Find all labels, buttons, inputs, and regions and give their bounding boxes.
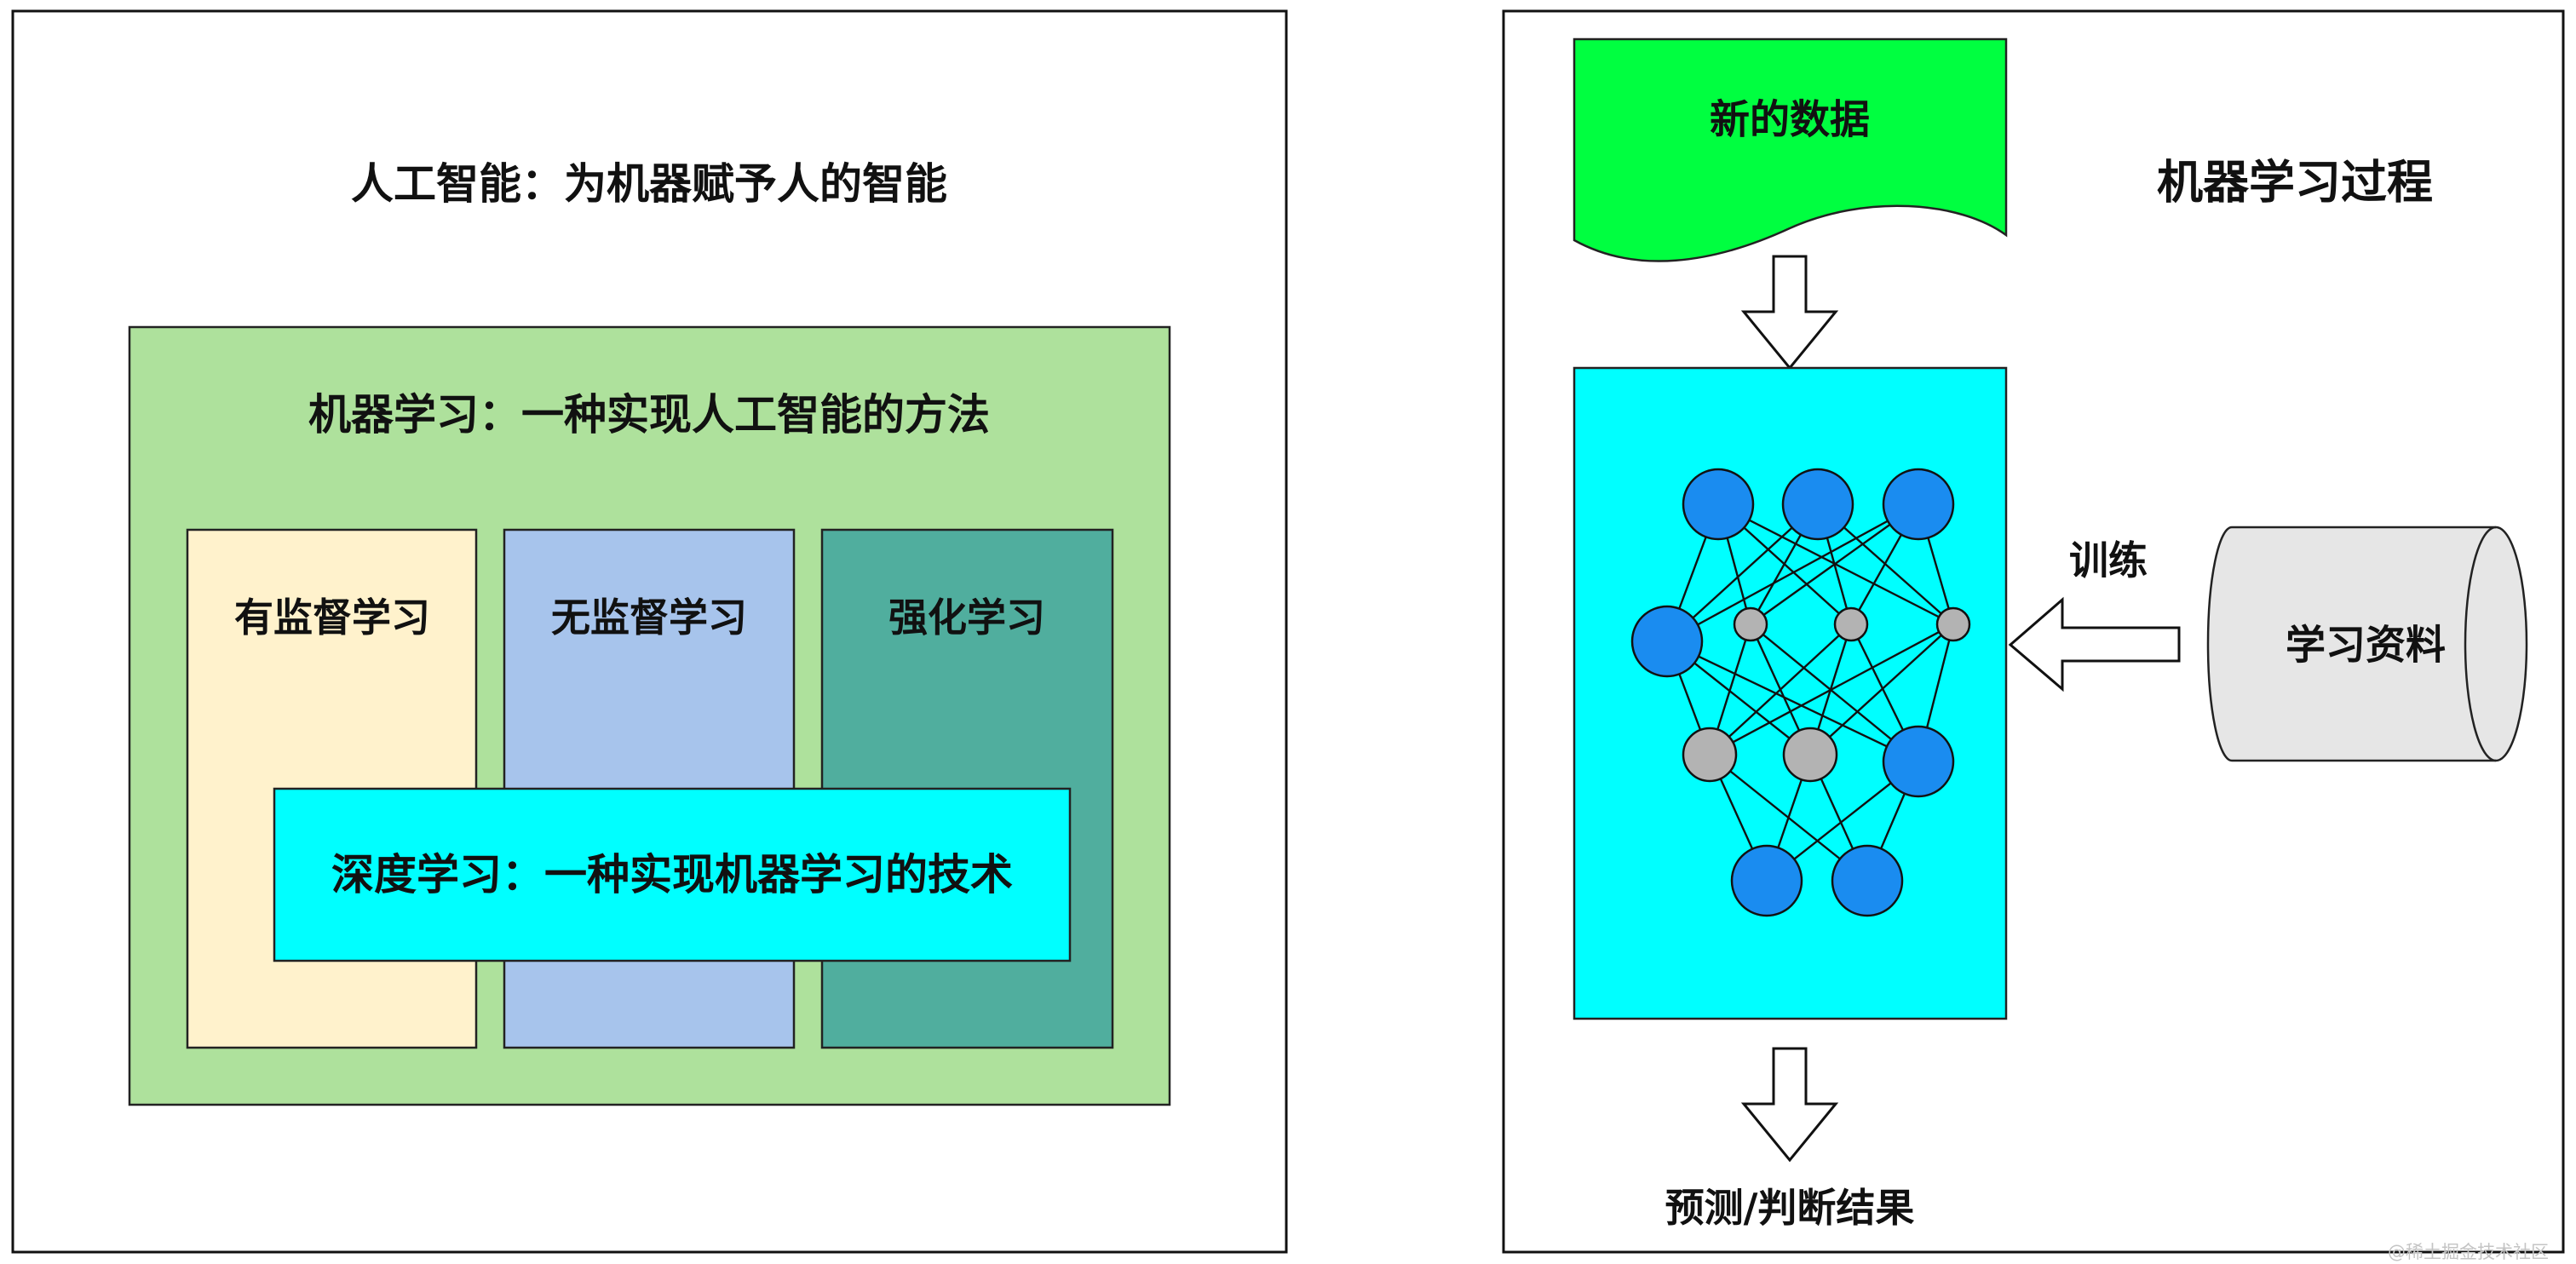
- network-node: [1935, 606, 1971, 642]
- network-node: [1833, 606, 1869, 642]
- network-node: [1782, 727, 1838, 783]
- deep-learning-label: 深度学习：一种实现机器学习的技术: [331, 850, 1013, 899]
- network-node: [1733, 606, 1768, 642]
- process-title: 机器学习过程: [2157, 156, 2433, 210]
- unsupervised-learning-label: 无监督学习: [551, 595, 747, 641]
- new-data-label: 新的数据: [1710, 97, 1870, 144]
- network-nodes: [1630, 468, 1971, 917]
- network-node: [1831, 844, 1904, 917]
- deep-learning-box: [273, 787, 1072, 962]
- cylinder-end-cap: [2464, 526, 2497, 762]
- reinforcement-learning-label: 强化学习: [888, 595, 1045, 641]
- watermark: @稀土掘金技术社区: [2388, 1242, 2549, 1262]
- network-edge: [1666, 640, 1919, 763]
- input-arrow: [1740, 255, 1839, 371]
- training-arrow: [2008, 596, 2181, 692]
- network-node: [1682, 468, 1755, 541]
- learning-data-label: 学习资料: [2286, 623, 2446, 669]
- training-label: 训练: [2069, 537, 2148, 583]
- ai-hierarchy-panel: 人工智能：为机器赋予人的智能 机器学习：一种实现人工智能的方法 有监督学习 无监…: [11, 9, 1288, 1254]
- neural-network-box: [1573, 366, 2008, 1020]
- network-edge: [1809, 623, 1954, 756]
- network-node: [1882, 468, 1955, 541]
- network-node: [1781, 468, 1854, 541]
- network-edge: [1750, 623, 1919, 762]
- network-edge: [1709, 623, 1852, 756]
- new-data-document: [1573, 37, 2008, 262]
- network-node: [1882, 725, 1955, 798]
- ai-title: 人工智能：为机器赋予人的智能: [351, 159, 947, 209]
- network-edge: [1666, 503, 1919, 643]
- output-label: 预测/判断结果: [1665, 1185, 1915, 1231]
- ml-process-panel: 机器学习过程 新的数据 训练 学习资料: [1502, 9, 2565, 1254]
- network-node: [1730, 844, 1803, 917]
- network-node: [1682, 727, 1738, 783]
- network-edge: [1709, 623, 1954, 756]
- output-arrow: [1740, 1047, 1839, 1163]
- ml-title: 机器学习：一种实现人工智能的方法: [308, 390, 990, 440]
- supervised-learning-label: 有监督学习: [234, 595, 430, 641]
- network-node: [1630, 605, 1704, 678]
